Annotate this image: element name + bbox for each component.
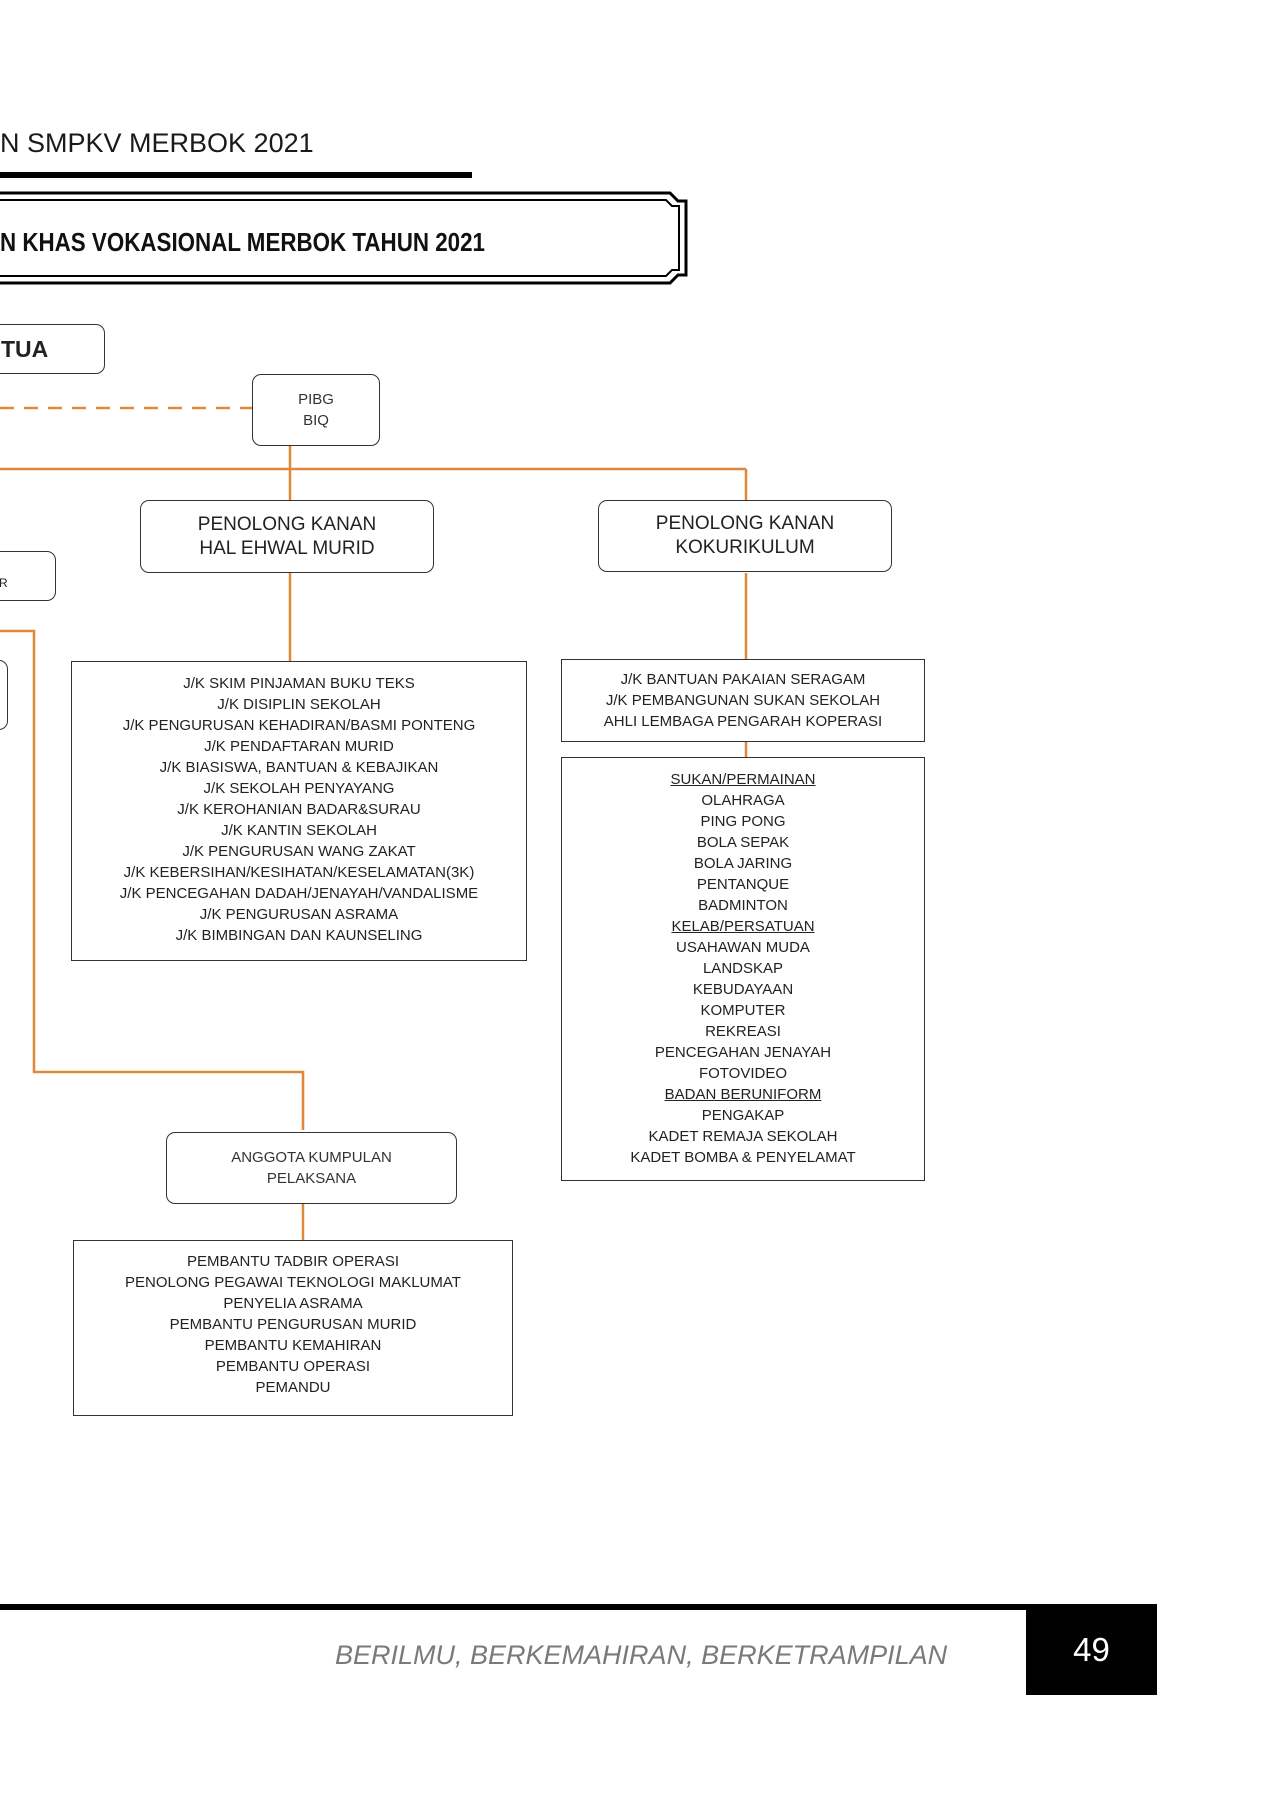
- list-item: J/K SEKOLAH PENYAYANG: [203, 780, 395, 797]
- list-item: PENCEGAHAN JENAYAH: [654, 1044, 832, 1061]
- list-item: LANDSKAP: [702, 960, 784, 977]
- list-item: J/K BIMBINGAN DAN KAUNSELING: [175, 927, 423, 944]
- koko-title-line1: PENOLONG KANAN: [655, 513, 835, 534]
- footer-rule: [0, 1604, 1030, 1610]
- list-item: PENGAKAP: [701, 1107, 785, 1124]
- koko-activities-list: SUKAN/PERMAINAN OLAHRAGA PING PONG BOLA …: [561, 757, 925, 1181]
- list-item: J/K PENCEGAHAN DADAH/JENAYAH/VANDALISME: [119, 885, 479, 902]
- list-item: PEMBANTU OPERASI: [215, 1358, 371, 1375]
- list-item: USAHAWAN MUDA: [676, 939, 810, 956]
- list-item: J/K SKIM PINJAMAN BUKU TEKS: [183, 675, 415, 692]
- list-item: J/K PENGURUSAN WANG ZAKAT: [182, 843, 416, 860]
- list-item: PENTANQUE: [696, 876, 790, 893]
- chart-title: N KHAS VOKASIONAL MERBOK TAHUN 2021: [0, 227, 485, 257]
- list-item: PEMBANTU KEMAHIRAN: [204, 1337, 382, 1354]
- biq-label: BIQ: [303, 412, 329, 429]
- page-number: 49: [1073, 1630, 1110, 1668]
- header-rule: [0, 172, 472, 178]
- title-banner-frame: [0, 191, 688, 285]
- list-heading-sukan: SUKAN/PERMAINAN: [670, 771, 816, 788]
- koko-committee-list: J/K BANTUAN PAKAIAN SERAGAM J/K PEMBANGU…: [561, 659, 925, 742]
- list-item: PEMBANTU TADBIR OPERASI: [187, 1253, 399, 1270]
- list-item: OLAHRAGA: [701, 792, 785, 809]
- list-item: KADET BOMBA & PENYELAMAT: [630, 1149, 856, 1166]
- pelaksana-staff-list: PEMBANTU TADBIR OPERASI PENOLONG PEGAWAI…: [73, 1240, 513, 1416]
- list-item: FOTOVIDEO: [698, 1065, 788, 1082]
- list-item: PEMBANTU PENGURUSAN MURID: [169, 1316, 417, 1333]
- koko-title-line2: KOKURIKULUM: [675, 537, 815, 558]
- list-item: J/K KANTIN SEKOLAH: [221, 822, 377, 839]
- partial-left-box-lower: [0, 660, 8, 730]
- list-item: BADMINTON: [698, 897, 788, 914]
- footer-motto: BERILMU, BERKEMAHIRAN, BERKETRAMPILAN: [335, 1640, 948, 1670]
- list-item: J/K KEBERSIHAN/KESIHATAN/KESELAMATAN(3K): [123, 864, 475, 881]
- pelaksana-title-line2: PELAKSANA: [266, 1170, 357, 1187]
- pelaksana-title-line1: ANGGOTA KUMPULAN: [231, 1149, 392, 1166]
- list-item: J/K BANTUAN PAKAIAN SERAGAM: [620, 671, 866, 688]
- hem-title-line1: PENOLONG KANAN: [197, 513, 377, 535]
- penolong-kanan-hem-box: PENOLONG KANAN HAL EHWAL MURID: [140, 500, 434, 573]
- list-item: BOLA SEPAK: [696, 834, 790, 851]
- list-item: PENOLONG PEGAWAI TEKNOLOGI MAKLUMAT: [125, 1274, 461, 1291]
- list-item: J/K DISIPLIN SEKOLAH: [217, 696, 381, 713]
- pelaksana-box: ANGGOTA KUMPULAN PELAKSANA: [166, 1132, 457, 1204]
- list-item: KADET REMAJA SEKOLAH: [648, 1128, 838, 1145]
- list-item: KEBUDAYAAN: [692, 981, 794, 998]
- list-item: REKREASI: [705, 1023, 781, 1040]
- list-item: PEMANDU: [255, 1379, 331, 1396]
- hem-title-line2: HAL EHWAL MURID: [199, 537, 375, 559]
- partial-left-label: R: [0, 576, 8, 590]
- list-heading-beruniform: BADAN BERUNIFORM: [664, 1086, 822, 1103]
- pibg-box: PIBG BIQ: [252, 374, 380, 446]
- page-number-box: 49: [1026, 1604, 1157, 1695]
- list-item: J/K BIASISWA, BANTUAN & KEBAJIKAN: [159, 759, 439, 776]
- penolong-kanan-koko-box: PENOLONG KANAN KOKURIKULUM: [598, 500, 892, 572]
- list-item: BOLA JARING: [693, 855, 793, 872]
- list-item: PING PONG: [700, 813, 786, 830]
- list-item: J/K PEMBANGUNAN SUKAN SEKOLAH: [605, 692, 881, 709]
- partial-left-box: R: [0, 551, 56, 601]
- list-item: J/K PENGURUSAN ASRAMA: [199, 906, 399, 923]
- header-text: N SMPKV MERBOK 2021: [0, 128, 314, 158]
- list-item: J/K KEROHANIAN BADAR&SURAU: [177, 801, 421, 818]
- hem-committee-list: J/K SKIM PINJAMAN BUKU TEKS J/K DISIPLIN…: [71, 661, 527, 961]
- list-item: J/K PENDAFTARAN MURID: [204, 738, 394, 755]
- list-item: AHLI LEMBAGA PENGARAH KOPERASI: [603, 713, 883, 730]
- pibg-label: PIBG: [298, 391, 334, 408]
- list-item: J/K PENGURUSAN KEHADIRAN/BASMI PONTENG: [122, 717, 476, 734]
- tua-box: TUA: [0, 324, 105, 374]
- tua-label: TUA: [1, 335, 49, 362]
- list-item: PENYELIA ASRAMA: [223, 1295, 363, 1312]
- list-item: KOMPUTER: [700, 1002, 786, 1019]
- list-heading-kelab: KELAB/PERSATUAN: [671, 918, 815, 935]
